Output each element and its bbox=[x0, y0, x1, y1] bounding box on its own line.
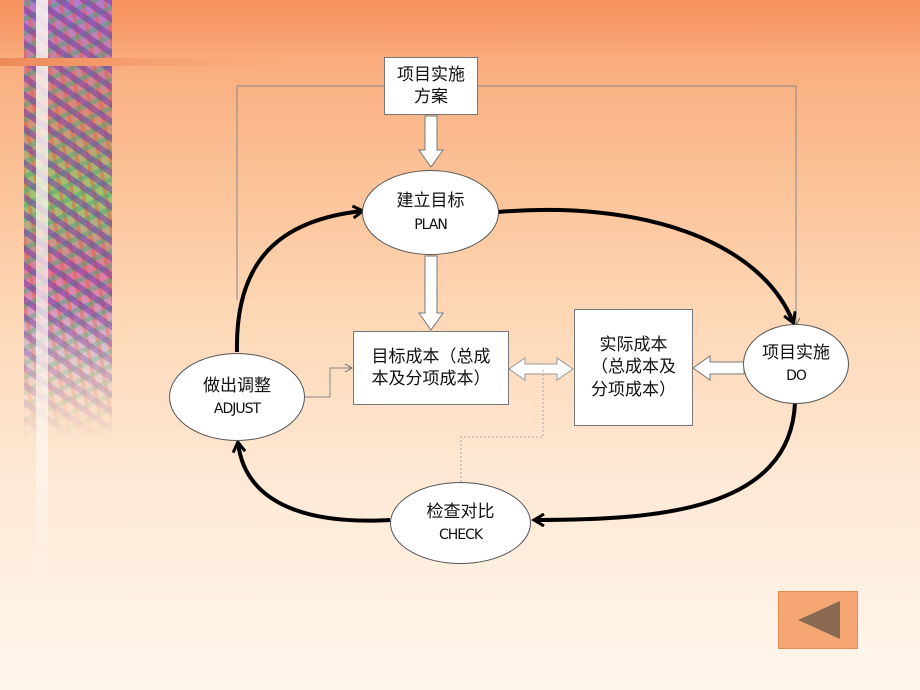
check-to-adjust-arc bbox=[238, 443, 391, 523]
adjust-to-plan-arc bbox=[234, 211, 362, 353]
check-node-en: CHECK bbox=[438, 527, 483, 544]
decorative-horizontal-line bbox=[0, 58, 290, 66]
feedback-line bbox=[236, 85, 384, 300]
back-button[interactable] bbox=[778, 591, 858, 649]
header-gradient bbox=[0, 0, 920, 60]
plan-node: 建立目标 PLAN bbox=[362, 170, 499, 255]
check-node: 检查对比 CHECK bbox=[390, 482, 531, 564]
adjust-to-target-line bbox=[305, 363, 354, 398]
compare-double-arrow bbox=[508, 357, 574, 381]
plan-node-en: PLAN bbox=[414, 216, 448, 233]
adjust-node: 做出调整 ADJUST bbox=[169, 353, 305, 441]
decorative-vertical-line bbox=[36, 0, 48, 580]
do-node: 项目实施 DO bbox=[743, 324, 849, 404]
triangle-left-icon bbox=[798, 601, 840, 639]
plan-to-do-arc bbox=[497, 207, 793, 322]
plan-to-do-line bbox=[478, 85, 801, 327]
target-cost-box: 目标成本（总成 本及分项成本） bbox=[353, 331, 509, 405]
check-node-label: 检查对比 bbox=[426, 501, 495, 522]
scheme-to-plan-arrow bbox=[418, 115, 444, 168]
do-node-label: 项目实施 bbox=[762, 342, 830, 363]
plan-node-label: 建立目标 bbox=[396, 191, 465, 212]
do-to-check-arc bbox=[535, 402, 797, 520]
check-to-compare-line bbox=[460, 370, 544, 482]
adjust-node-en: ADJUST bbox=[213, 401, 261, 418]
plan-scheme-box: 项目实施 方案 bbox=[384, 57, 478, 115]
do-to-actual-arrow bbox=[692, 355, 745, 381]
plan-to-target-arrow bbox=[418, 255, 444, 331]
do-node-en: DO bbox=[786, 368, 807, 385]
actual-cost-box: 实际成本 （总成本及 分项成本） bbox=[574, 309, 693, 426]
adjust-node-label: 做出调整 bbox=[203, 375, 271, 396]
